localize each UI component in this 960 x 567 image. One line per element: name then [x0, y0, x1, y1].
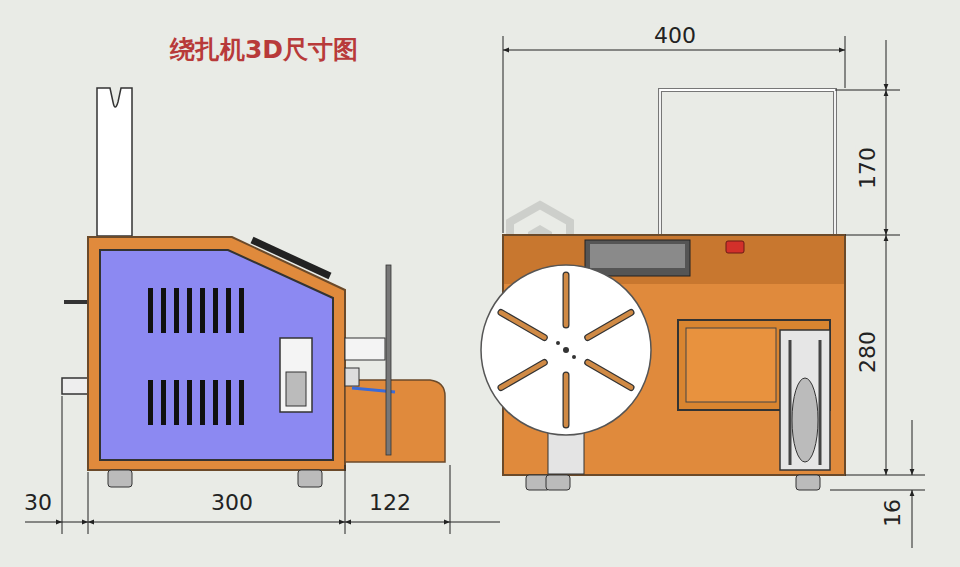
- dimension-label: 30: [22, 491, 54, 515]
- side-view: [62, 88, 445, 487]
- front-view: [481, 90, 845, 490]
- dimension-label: 400: [652, 24, 698, 48]
- dimension-label: 170: [856, 145, 880, 191]
- dimension-label: 122: [367, 491, 413, 515]
- dimension-lines: [25, 36, 925, 548]
- dimension-label: 16: [881, 497, 905, 529]
- dimension-label: 280: [856, 329, 880, 375]
- drawing-title: 绕扎机3D尺寸图: [170, 36, 358, 64]
- dimension-label: 300: [209, 491, 255, 515]
